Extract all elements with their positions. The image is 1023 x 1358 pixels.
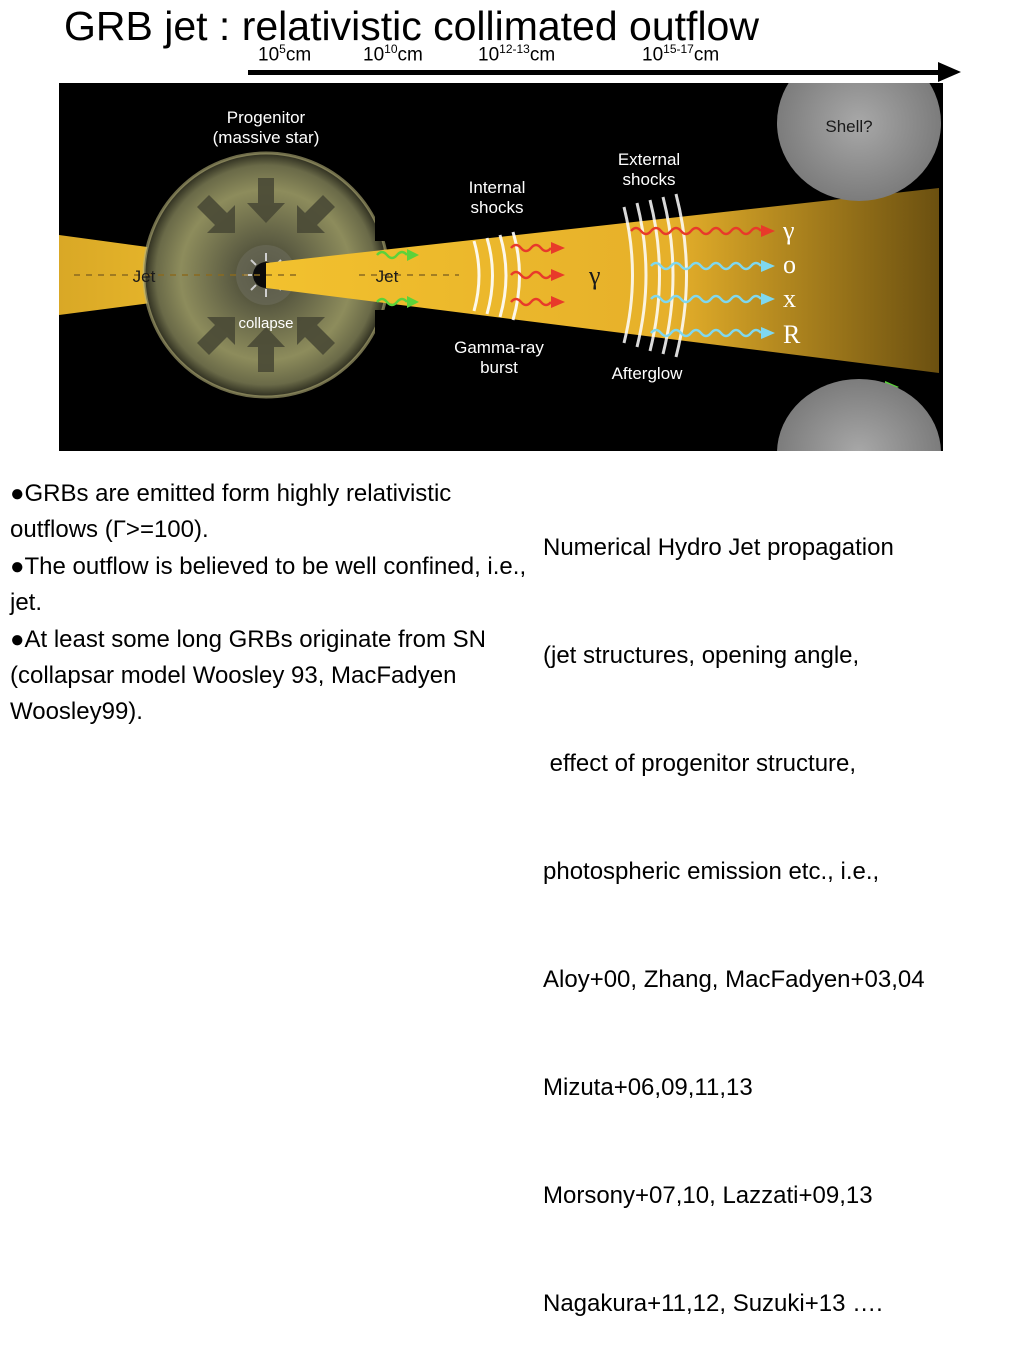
bullet-item: ●At least some long GRBs originate from …	[10, 625, 487, 726]
reference-line: Mizuta+06,09,11,13	[543, 1074, 753, 1101]
internal-shocks-label-2: shocks	[471, 198, 524, 217]
reference-line: Nagakura+11,12, Suzuki+13 ….	[543, 1290, 883, 1317]
reference-line: Morsony+07,10, Lazzati+09,13	[543, 1182, 873, 1209]
reference-line: photospheric emission etc., i.e.,	[543, 858, 880, 885]
arrow-head-icon	[938, 62, 961, 82]
reference-line: Aloy+00, Zhang, MacFadyen+03,04	[543, 966, 925, 993]
reference-line: (jet structures, opening angle,	[543, 642, 860, 669]
distance-scale-arrow	[248, 70, 940, 75]
gamma-mid-symbol: γ	[588, 261, 601, 290]
bullet-item: ●GRBs are emitted form highly relativist…	[10, 480, 452, 544]
collapse-arrows	[197, 178, 335, 372]
references-block: Numerical Hydro Jet propagation (jet str…	[543, 458, 1013, 1358]
shell-label: Shell?	[825, 117, 872, 136]
internal-shock-arcs	[472, 231, 521, 321]
band-xray-label: x	[783, 284, 796, 313]
jet-left-label: Jet	[133, 267, 156, 286]
band-optical-label: o	[783, 250, 796, 279]
gamma-ray-burst-label-2: burst	[480, 358, 518, 377]
collapse-label: collapse	[238, 315, 293, 332]
gamma-ray-burst-label-1: Gamma-ray	[454, 338, 544, 357]
afterglow-label: Afterglow	[612, 364, 684, 383]
left-bullet-list: ●GRBs are emitted form highly relativist…	[10, 476, 530, 731]
progenitor-label: Progenitor	[227, 108, 306, 127]
external-shocks-label-1: External	[618, 150, 680, 169]
scale-label-2: 1010cm	[363, 42, 423, 66]
scale-label-4: 1015-17cm	[642, 42, 720, 66]
slide-title: GRB jet : relativistic collimated outflo…	[64, 3, 759, 49]
internal-shocks-label-1: Internal	[469, 178, 526, 197]
jet-center-label: Jet	[376, 267, 399, 286]
band-gamma-label: γ	[782, 216, 795, 245]
gamma-ray-arrows	[510, 226, 762, 307]
afterglow-arrows	[650, 261, 762, 338]
jet-right	[266, 188, 939, 373]
scale-label-3: 1012-13cm	[478, 42, 556, 66]
shell-bottom	[777, 379, 941, 451]
scale-label-1: 105cm	[258, 42, 312, 66]
shell-top	[777, 83, 941, 201]
band-radio-label: R	[783, 320, 801, 349]
progenitor-sub-label: (massive star)	[213, 128, 320, 147]
reference-line: Numerical Hydro Jet propagation	[543, 534, 894, 561]
external-shocks-label-2: shocks	[623, 170, 676, 189]
bullet-item: ●The outflow is believed to be well conf…	[10, 552, 527, 617]
reference-line: effect of progenitor structure,	[543, 750, 857, 777]
mask-box-top	[375, 211, 431, 241]
mask-box-bottom	[375, 310, 431, 340]
grb-jet-diagram: Progenitor (massive star) Jet collapse J…	[59, 83, 943, 451]
